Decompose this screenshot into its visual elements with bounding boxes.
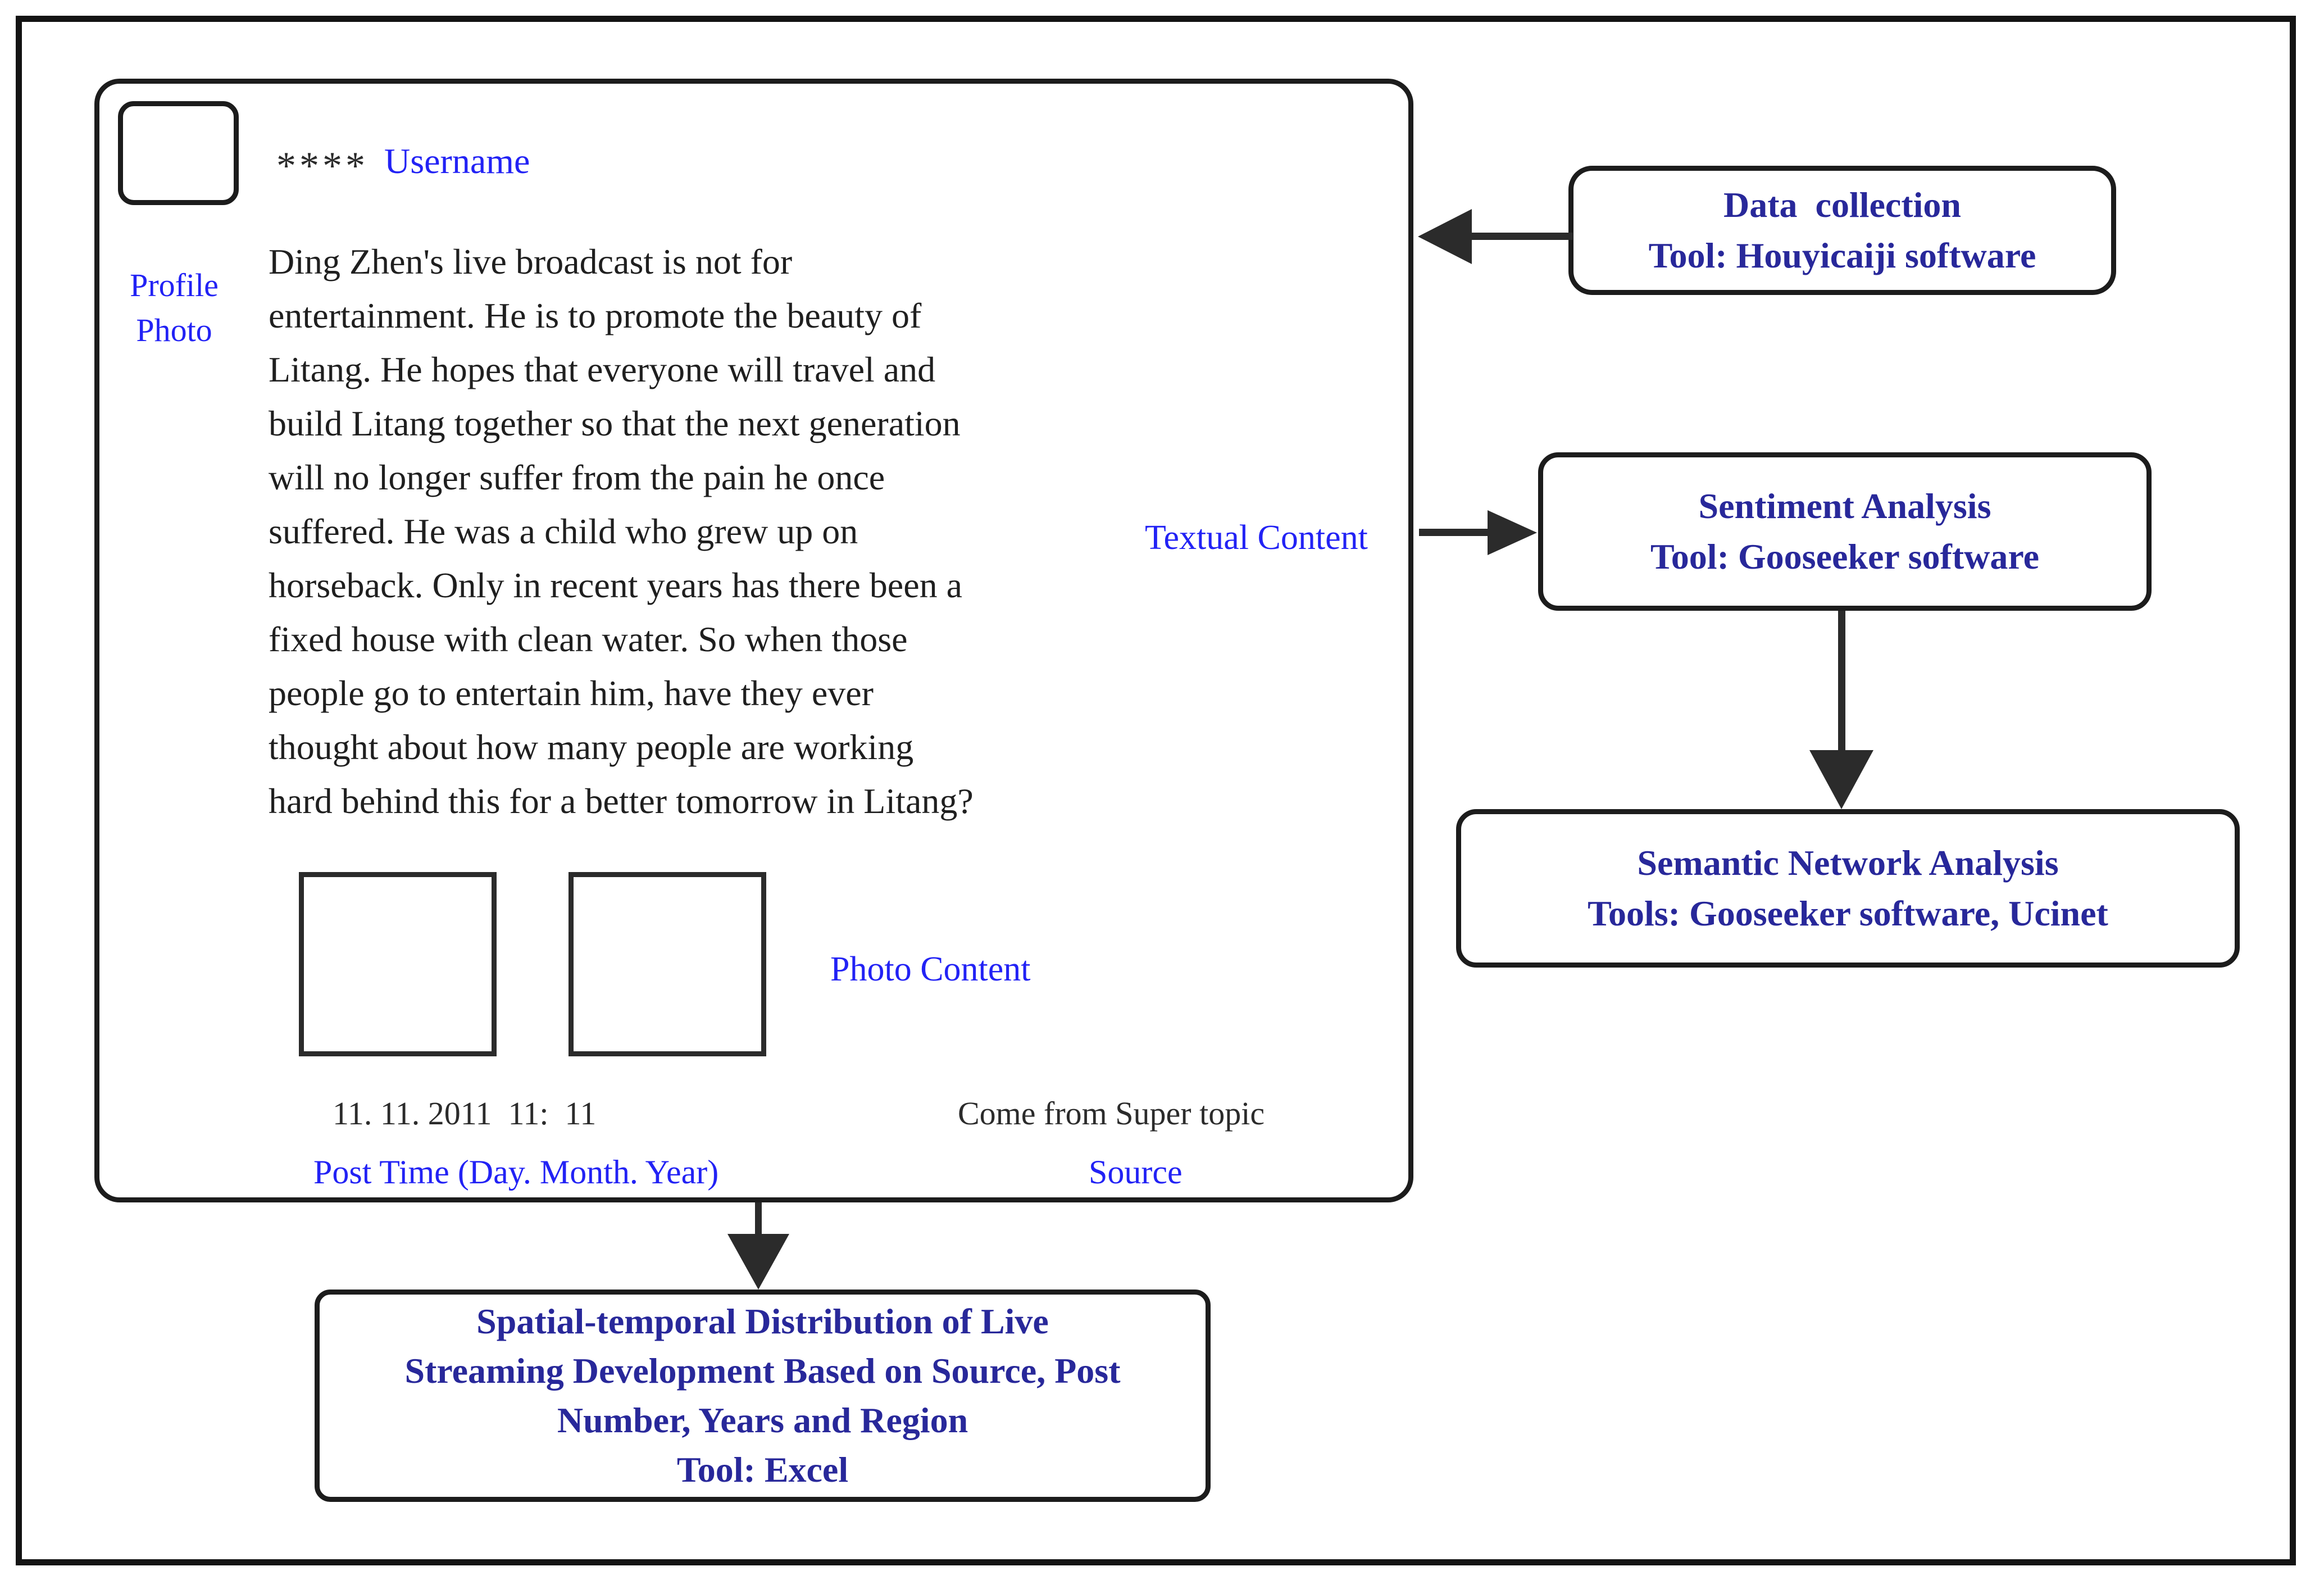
arrow-left-icon xyxy=(1418,209,1472,264)
profile-photo-placeholder xyxy=(118,101,239,205)
data-collection-title: Data collection xyxy=(1723,185,1961,225)
source-label: Source xyxy=(1089,1154,1183,1191)
arrow-down-icon xyxy=(1809,750,1873,809)
arrow-post-to-sentiment-stem xyxy=(1419,529,1489,536)
textual-content-label: Textual Content xyxy=(1145,519,1368,557)
data-collection-box: Data collection Tool: Houyicaiji softwar… xyxy=(1568,166,2116,295)
semantic-network-tools: Tools: Gooseeker software, Ucinet xyxy=(1588,893,2108,933)
arrow-data-collection-to-post-stem xyxy=(1469,233,1573,240)
arrow-right-icon xyxy=(1488,510,1537,555)
username-row: **** Username xyxy=(276,138,530,188)
username-label: Username xyxy=(384,141,530,181)
sentiment-analysis-box: Sentiment Analysis Tool: Gooseeker softw… xyxy=(1538,452,2152,611)
photo-content-label: Photo Content xyxy=(830,950,1031,988)
post-time-value: 11. 11. 2011 11: 11 xyxy=(333,1095,597,1132)
data-collection-tool: Tool: Houyicaiji software xyxy=(1648,235,2036,275)
semantic-network-analysis-box: Semantic Network Analysis Tools: Gooseek… xyxy=(1456,809,2240,968)
arrow-post-to-spatial-stem xyxy=(755,1202,762,1237)
photo-placeholder-2 xyxy=(569,872,766,1056)
sentiment-analysis-tool: Tool: Gooseeker software xyxy=(1650,537,2040,576)
post-time-label: Post Time (Day. Month. Year) xyxy=(313,1154,719,1191)
username-mask: **** xyxy=(276,144,369,188)
arrow-down-icon xyxy=(727,1234,789,1290)
arrow-sentiment-to-semantic-stem xyxy=(1838,611,1845,754)
photo-placeholder-1 xyxy=(299,872,497,1056)
source-value: Come from Super topic xyxy=(958,1095,1265,1132)
sentiment-analysis-title: Sentiment Analysis xyxy=(1698,486,1991,526)
semantic-network-title: Semantic Network Analysis xyxy=(1637,843,2059,883)
